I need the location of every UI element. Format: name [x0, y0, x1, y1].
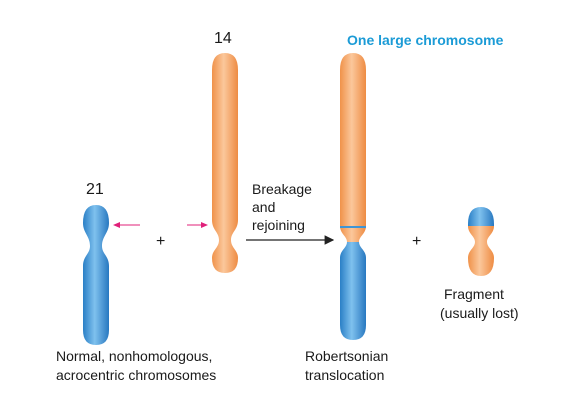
- robertsonian-caption-1: Robertsonian: [305, 348, 388, 364]
- process-line-2: and: [252, 199, 275, 215]
- chromosome-21: [83, 205, 109, 345]
- fragment-label-1: Fragment: [444, 286, 504, 302]
- chromosome-14: [212, 53, 238, 273]
- process-line-1: Breakage: [252, 181, 312, 197]
- fragment-label-2: (usually lost): [440, 305, 519, 321]
- break-arrow-14: [187, 222, 208, 228]
- robertsonian-caption-2: translocation: [305, 367, 384, 383]
- result-title: One large chromosome: [347, 32, 504, 48]
- process-line-3: rejoining: [252, 217, 305, 233]
- chr21-label: 21: [86, 181, 104, 198]
- plus-sign-2: +: [412, 233, 421, 250]
- fragment-chromosome: [468, 207, 494, 276]
- chr14-label: 14: [214, 30, 232, 47]
- break-arrow-21: [113, 222, 140, 228]
- plus-sign-1: +: [156, 233, 165, 250]
- normal-caption-2: acrocentric chromosomes: [56, 367, 216, 383]
- normal-caption-1: Normal, nonhomologous,: [56, 348, 212, 364]
- robertsonian-chromosome: [340, 53, 366, 340]
